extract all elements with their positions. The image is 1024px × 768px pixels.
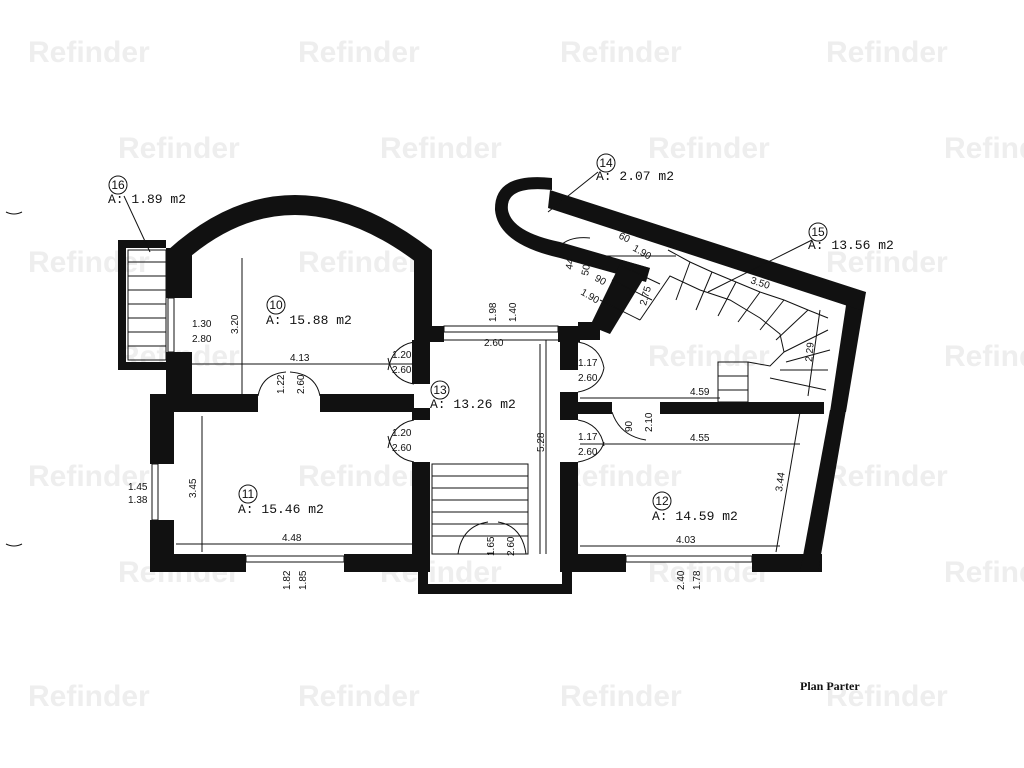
dim-label: 1.20 — [392, 428, 412, 439]
dim-label: 2.60 — [484, 338, 504, 349]
room-area: A: 2.07 m2 — [596, 169, 674, 184]
dim-label: 1.90 — [579, 287, 602, 306]
dim-label: 1.45 — [128, 482, 148, 493]
room-number: 13 — [433, 383, 447, 397]
dim-label: 1.20 — [392, 350, 412, 361]
watermark: Refinder — [298, 36, 420, 69]
dim-label: 4.03 — [676, 535, 696, 546]
room-10: 10 A: 15.88 m2 — [266, 295, 352, 328]
dim-label: 60 — [617, 231, 632, 246]
dim-label: 44 — [564, 257, 577, 270]
room-14: 14 A: 2.07 m2 — [596, 153, 674, 184]
dimension-lines — [123, 171, 821, 554]
dim-label: 1.82 — [282, 570, 293, 590]
watermark: Refinder — [28, 36, 150, 69]
watermark: Refinder — [826, 36, 948, 69]
dim-label: 1.65 — [486, 536, 497, 556]
windows — [151, 297, 753, 563]
dim-label: 1.78 — [692, 570, 703, 590]
room-number: 16 — [111, 178, 125, 192]
page-mark — [5, 543, 23, 547]
room-number: 15 — [811, 225, 825, 239]
watermark: Refinder — [944, 340, 1024, 373]
dim-label: 4.48 — [282, 533, 302, 544]
watermark: Refinder — [944, 132, 1024, 165]
room-16: 16 A: 1.89 m2 — [108, 175, 186, 207]
watermark: Refinder — [944, 556, 1024, 589]
dim-label: 2.60 — [578, 373, 598, 384]
dim-label: 3.45 — [188, 478, 199, 498]
watermark: Refinder — [826, 680, 948, 713]
staircases — [127, 249, 831, 555]
dim-label: 1.17 — [578, 432, 598, 443]
watermark: Refinder — [826, 460, 948, 493]
dim-label: 1.90 — [631, 243, 654, 262]
dim-label: 2.40 — [676, 570, 687, 590]
dim-label: 2.60 — [506, 536, 517, 556]
dim-label: 1.98 — [488, 302, 499, 322]
dim-label: 50 — [580, 263, 593, 276]
dim-label: 2.60 — [296, 374, 307, 394]
room-number: 14 — [599, 156, 613, 170]
dim-label: 1.40 — [508, 302, 519, 322]
dim-label: 5.28 — [536, 432, 547, 452]
dim-label: 4.59 — [690, 387, 710, 398]
watermark: Refinder — [560, 680, 682, 713]
watermark: Refinder — [560, 460, 682, 493]
room-11: 11 A: 15.46 m2 — [238, 484, 324, 517]
dim-label: 3.44 — [774, 471, 788, 492]
room-number: 11 — [242, 487, 255, 501]
page-mark — [5, 211, 23, 215]
room-area: A: 13.26 m2 — [430, 397, 516, 412]
watermark: Refinder — [380, 132, 502, 165]
room-13: 13 A: 13.26 m2 — [430, 380, 516, 412]
room-area: A: 13.56 m2 — [808, 238, 894, 253]
dim-label: 2.60 — [392, 365, 412, 376]
dim-label: 4.13 — [290, 353, 310, 364]
watermark: Refinder — [826, 246, 948, 279]
dim-label: 4.55 — [690, 433, 710, 444]
doors — [257, 237, 647, 555]
watermark: Refinder — [298, 460, 420, 493]
watermark: Refinder — [28, 460, 150, 493]
dim-label: 1.17 — [578, 358, 598, 369]
dim-label: 2.75 — [638, 285, 654, 307]
dim-label: 90 — [624, 420, 635, 432]
room-number: 10 — [269, 298, 283, 312]
watermark: Refinder — [118, 132, 240, 165]
watermark: Refinder — [648, 340, 770, 373]
room-12: 12 A: 14.59 m2 — [652, 491, 738, 524]
watermark: Refinder — [648, 132, 770, 165]
dim-label: 2.60 — [392, 443, 412, 454]
room-area: A: 14.59 m2 — [652, 509, 738, 524]
dim-label: 2.80 — [192, 334, 212, 345]
room-area: A: 1.89 m2 — [108, 192, 186, 207]
dim-label: 1.22 — [276, 374, 287, 394]
room-15: 15 A: 13.56 m2 — [808, 222, 894, 253]
dim-label: 1.85 — [298, 570, 309, 590]
dim-label: 1.38 — [128, 495, 148, 506]
watermark: Refinder — [298, 680, 420, 713]
dim-label: 2.29 — [804, 341, 817, 362]
dim-label: 3.20 — [230, 314, 241, 334]
walls — [118, 177, 866, 594]
watermark: Refinder — [560, 36, 682, 69]
plan-title: Plan Parter — [800, 679, 860, 693]
dim-label: 1.30 — [192, 319, 212, 330]
watermark: Refinder — [298, 246, 420, 279]
dim-label: 2.60 — [578, 447, 598, 458]
room-area: A: 15.88 m2 — [266, 313, 352, 328]
room-number: 12 — [655, 494, 669, 508]
dim-label: 90 — [593, 273, 609, 288]
watermark: Refinder — [28, 680, 150, 713]
dim-label: 2.10 — [644, 412, 655, 432]
room-area: A: 15.46 m2 — [238, 502, 324, 517]
